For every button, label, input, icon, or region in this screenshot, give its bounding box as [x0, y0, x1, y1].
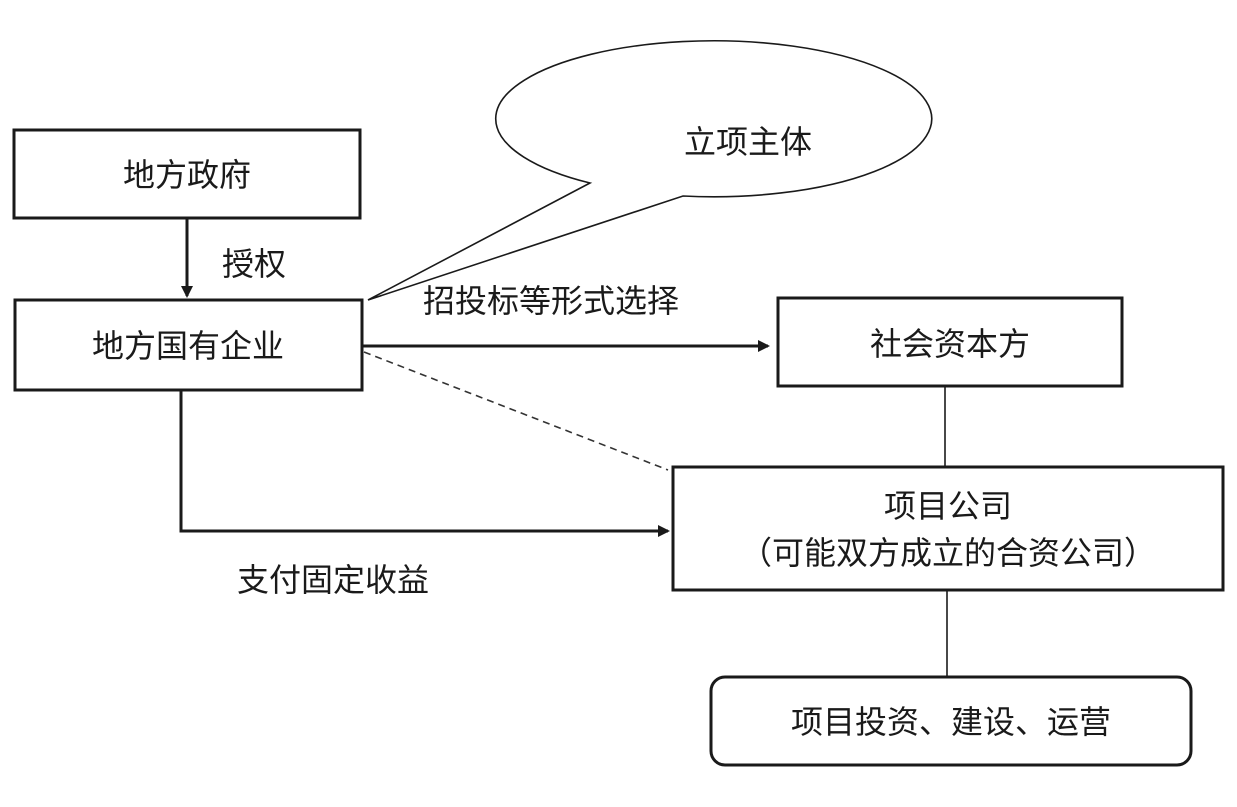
select-by-bidding-label: 招投标等形式选择: [423, 282, 679, 320]
project-company-subtitle: （可能双方成立的合资公司）: [740, 534, 1156, 572]
social-capital-label: 社会资本方: [870, 325, 1030, 363]
project-subject-callout: 立项主体: [367, 39, 933, 301]
project-activities-label: 项目投资、建设、运营: [791, 703, 1111, 741]
project-activities-node: 项目投资、建设、运营: [709, 675, 1193, 767]
pay-fixed-return-arrow: [179, 390, 670, 537]
project-company-title: 项目公司: [884, 487, 1012, 525]
project-company-box: [671, 465, 1225, 592]
local-government-box: [12, 128, 362, 220]
local-soe-node: 地方国有企业: [13, 298, 364, 392]
project-subject-label: 立项主体: [684, 123, 812, 161]
pay-fixed-return-label: 支付固定收益: [237, 561, 429, 599]
callout-bubble-shape: [367, 39, 933, 301]
project-company-node: 项目公司 （可能双方成立的合资公司）: [671, 465, 1225, 592]
social-capital-box: [776, 296, 1124, 388]
project-activities-box: [709, 675, 1193, 767]
local-government-node: 地方政府: [12, 128, 362, 220]
authorize-label: 授权: [222, 245, 286, 283]
local-soe-label: 地方国有企业: [92, 327, 284, 365]
social-capital-node: 社会资本方: [776, 296, 1124, 388]
soe-company-dashed-link: [363, 351, 669, 471]
local-government-label: 地方政府: [123, 156, 251, 194]
local-soe-box: [13, 298, 364, 392]
